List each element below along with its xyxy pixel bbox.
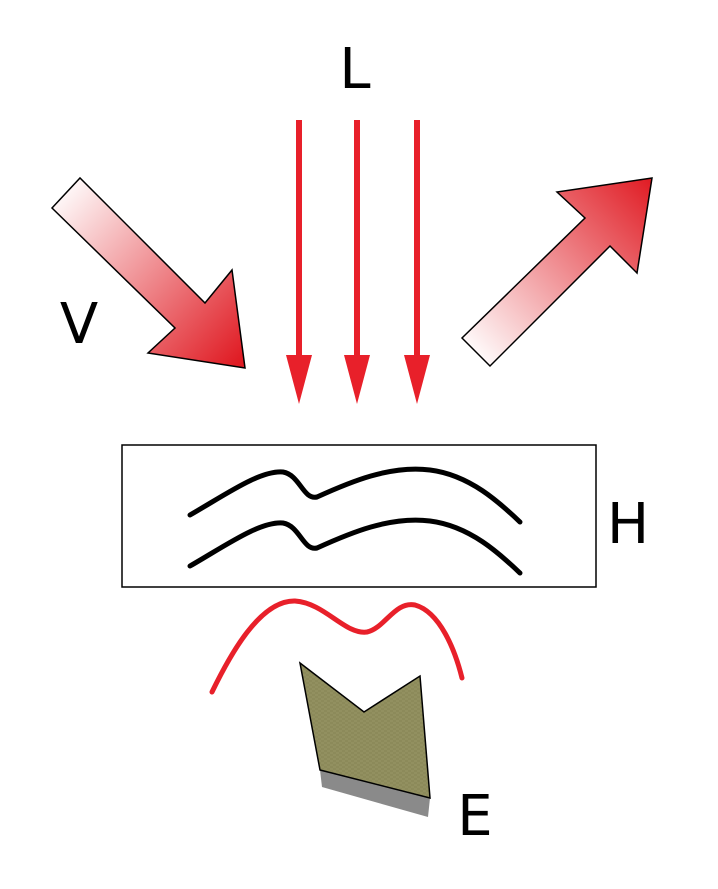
h-box (121, 444, 597, 588)
light-ray-right (404, 120, 430, 404)
red-profile-curve (209, 598, 465, 695)
label-l: L (339, 37, 370, 102)
light-ray-left (286, 120, 312, 404)
terrain-shadow (320, 770, 430, 817)
outgoing-arrow (460, 177, 653, 368)
label-h: H (607, 492, 649, 557)
light-ray-center (344, 120, 370, 404)
terrain-block (298, 661, 431, 799)
wave-line-bottom (187, 517, 523, 576)
wave-line-top (187, 466, 523, 525)
label-e: E (457, 784, 492, 849)
label-v: V (60, 292, 98, 357)
incoming-arrow (50, 176, 246, 369)
light-rays (286, 120, 430, 404)
